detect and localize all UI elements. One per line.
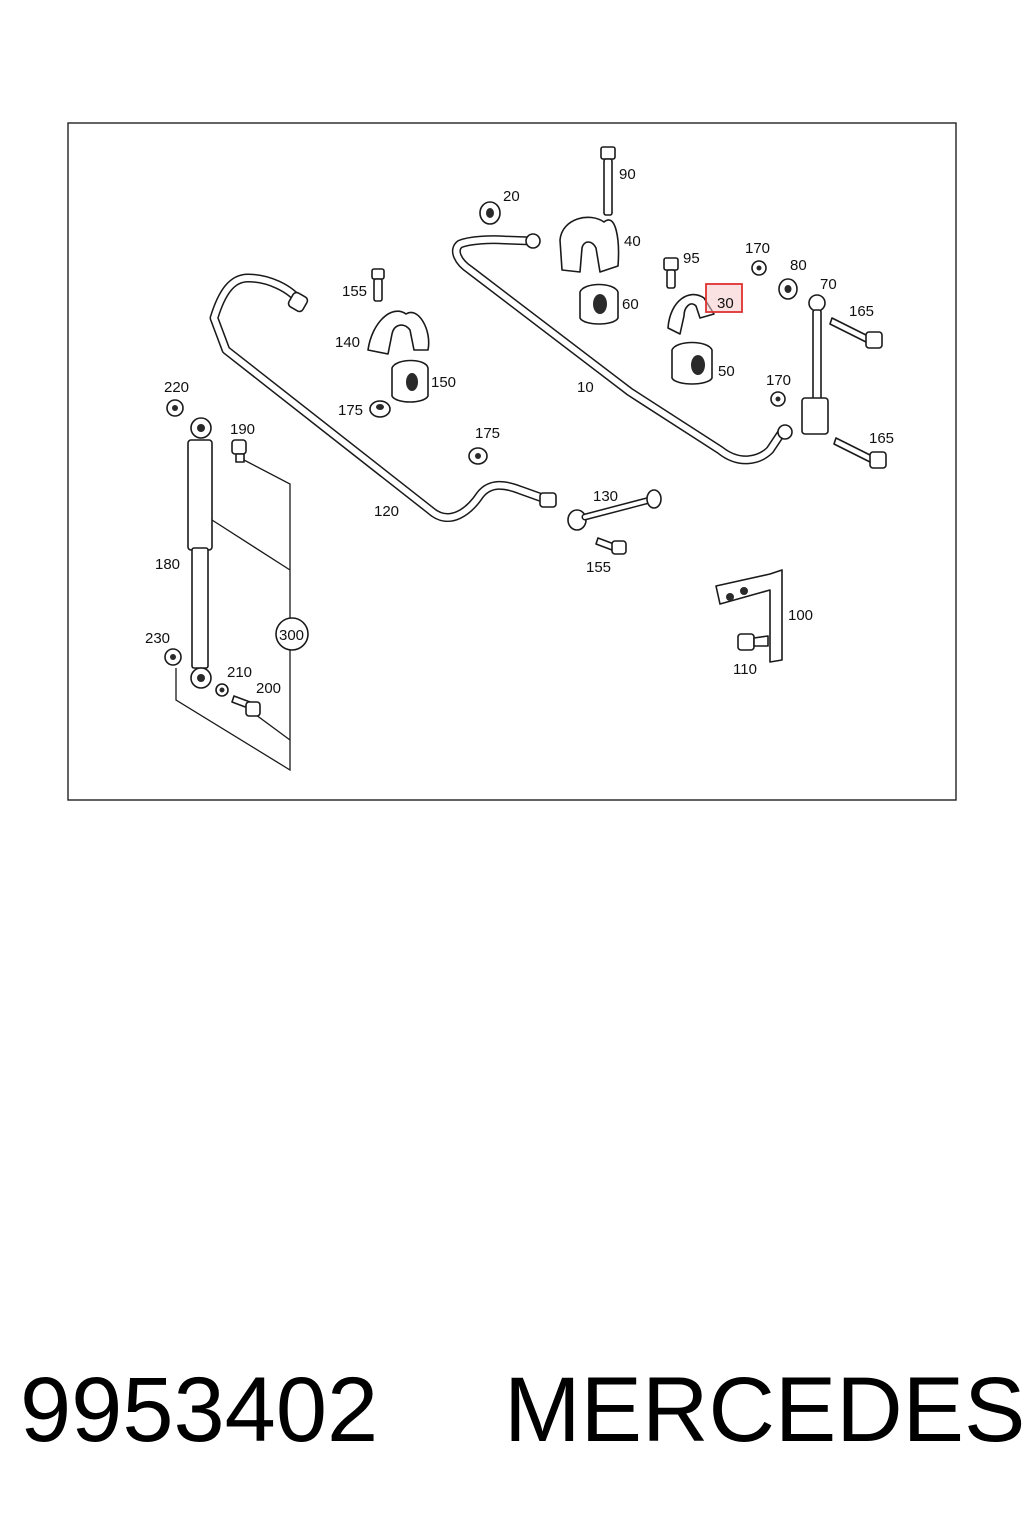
callout-label: 165 [849,303,874,320]
callout-label: 155 [342,283,367,300]
stabilizer-bar-120 [209,273,557,522]
part-number: 9953402 [20,1359,379,1461]
footer: 9953402 MERCEDES [20,1350,1024,1470]
callout-label: 80 [790,257,807,274]
callout-label: 60 [622,296,639,313]
callout-label: 200 [256,680,281,697]
callout-labels: 10 20 30 40 50 60 70 80 90 95 100 110 12… [145,166,894,697]
callout-label: 210 [227,664,252,681]
callout-label: 50 [718,363,735,380]
callout-label: 170 [766,372,791,389]
parts-diagram: 10 20 30 40 50 60 70 80 90 95 100 110 12… [67,122,957,801]
callout-label: 30 [717,295,734,312]
small-parts [164,146,887,717]
callout-label: 100 [788,607,813,624]
callout-label: 155 [586,559,611,576]
callout-label: 175 [475,425,500,442]
callout-label: 165 [869,430,894,447]
callout-label: 95 [683,250,700,267]
callout-label: 70 [820,276,837,293]
callout-label: 10 [577,379,594,396]
callout-label: 170 [745,240,770,257]
callout-label: 150 [431,374,456,391]
callout-label: 300 [279,627,304,644]
stabilizer-bar-10 [451,233,793,465]
brand-name: MERCEDES [504,1359,1024,1461]
highlight-box [705,283,743,313]
callout-label: 190 [230,421,255,438]
callout-label: 140 [335,334,360,351]
callout-label: 40 [624,233,641,250]
callout-label: 180 [155,556,180,573]
callout-label: 175 [338,402,363,419]
callout-label: 90 [619,166,636,183]
callout-label: 220 [164,379,189,396]
shock-absorber-180 [175,417,309,772]
callout-label: 120 [374,503,399,520]
callout-label: 20 [503,188,520,205]
callout-label: 230 [145,630,170,647]
callout-label: 130 [593,488,618,505]
callout-label: 110 [733,661,757,678]
